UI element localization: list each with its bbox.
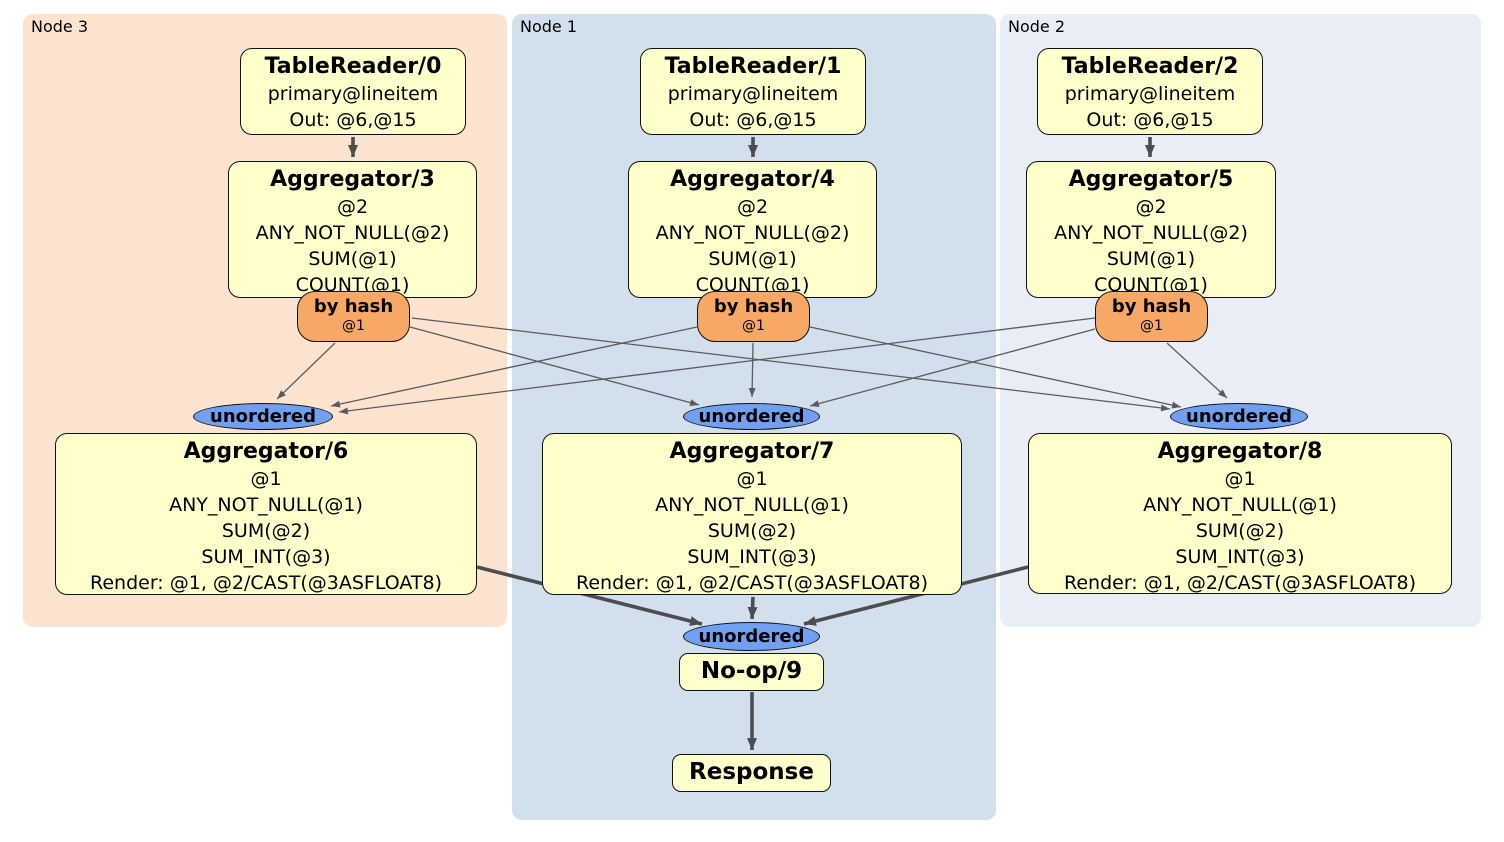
processor-detail: SUM(@1)	[1106, 248, 1196, 270]
processor-detail: @1	[250, 468, 282, 490]
processor-detail: @1	[736, 468, 768, 490]
processor-detail: COUNT(@1)	[295, 274, 410, 296]
processor-title: No-op/9	[700, 658, 803, 684]
region-node-3-label: Node 3	[31, 17, 89, 36]
processor-detail: COUNT(@1)	[695, 274, 810, 296]
processor-aggregator-3: Aggregator/3 @2 ANY_NOT_NULL(@2) SUM(@1)…	[228, 161, 477, 298]
processor-detail: SUM_INT(@3)	[687, 546, 817, 568]
processor-detail: ANY_NOT_NULL(@1)	[1143, 494, 1337, 516]
router-columns: @1	[742, 318, 765, 334]
processor-response: Response	[672, 754, 831, 792]
processor-title: Response	[689, 759, 814, 785]
processor-aggregator-4: Aggregator/4 @2 ANY_NOT_NULL(@2) SUM(@1)…	[628, 161, 877, 298]
region-node-1-label: Node 1	[520, 17, 578, 36]
processor-detail: Out: @6,@15	[1086, 109, 1214, 131]
processor-detail: ANY_NOT_NULL(@1)	[655, 494, 849, 516]
processor-title: Aggregator/5	[1068, 167, 1234, 192]
processor-title: Aggregator/4	[670, 167, 835, 192]
region-node-2-label: Node 2	[1008, 17, 1066, 36]
processor-detail: SUM_INT(@3)	[201, 546, 331, 568]
sync-unordered-node1: unordered	[683, 403, 820, 430]
processor-detail: SUM(@1)	[308, 248, 397, 270]
processor-detail: ANY_NOT_NULL(@2)	[655, 222, 850, 244]
sync-label: unordered	[210, 406, 316, 427]
sync-unordered-node3: unordered	[193, 403, 333, 430]
processor-detail: SUM(@2)	[1195, 520, 1285, 542]
processor-aggregator-7: Aggregator/7 @1 ANY_NOT_NULL(@1) SUM(@2)…	[542, 433, 962, 595]
sync-label: unordered	[698, 406, 805, 427]
processor-detail: Render: @1, @2/CAST(@3ASFLOAT8)	[1064, 572, 1416, 594]
processor-title: Aggregator/7	[669, 439, 835, 464]
processor-detail: @2	[736, 196, 769, 218]
router-by-hash-node2: by hash @1	[1095, 291, 1208, 342]
sync-unordered-node2: unordered	[1170, 403, 1308, 430]
router-by-hash-node3: by hash @1	[297, 291, 410, 342]
processor-detail: Out: @6,@15	[689, 109, 817, 131]
processor-title: Aggregator/8	[1157, 439, 1323, 464]
sync-label: unordered	[698, 626, 805, 647]
router-label: by hash	[313, 296, 394, 317]
router-label: by hash	[1111, 296, 1192, 317]
processor-tablereader-2: TableReader/2 primary@lineitem Out: @6,@…	[1037, 48, 1263, 135]
processor-aggregator-6: Aggregator/6 @1 ANY_NOT_NULL(@1) SUM(@2)…	[55, 433, 477, 595]
router-label: by hash	[713, 296, 794, 317]
processor-detail: primary@lineitem	[667, 83, 839, 105]
processor-detail: Render: @1, @2/CAST(@3ASFLOAT8)	[576, 572, 928, 594]
processor-title: TableReader/2	[1061, 54, 1239, 79]
processor-detail: SUM(@2)	[221, 520, 311, 542]
processor-aggregator-5: Aggregator/5 @2 ANY_NOT_NULL(@2) SUM(@1)…	[1026, 161, 1276, 298]
processor-detail: @1	[1224, 468, 1256, 490]
processor-detail: ANY_NOT_NULL(@2)	[255, 222, 450, 244]
processor-noop-9: No-op/9	[679, 653, 824, 691]
processor-detail: ANY_NOT_NULL(@1)	[169, 494, 363, 516]
processor-detail: @2	[336, 196, 369, 218]
processor-detail: COUNT(@1)	[1094, 274, 1208, 296]
processor-detail: @2	[1135, 196, 1167, 218]
processor-detail: primary@lineitem	[267, 83, 439, 105]
processor-detail: primary@lineitem	[1064, 83, 1236, 105]
processor-aggregator-8: Aggregator/8 @1 ANY_NOT_NULL(@1) SUM(@2)…	[1028, 433, 1452, 594]
processor-detail: ANY_NOT_NULL(@2)	[1054, 222, 1248, 244]
processor-detail: SUM_INT(@3)	[1175, 546, 1305, 568]
processor-detail: SUM(@2)	[707, 520, 797, 542]
processor-title: Aggregator/6	[183, 439, 349, 464]
sync-unordered-final: unordered	[683, 622, 820, 651]
processor-tablereader-0: TableReader/0 primary@lineitem Out: @6,@…	[240, 48, 466, 135]
sync-label: unordered	[1186, 406, 1292, 427]
processor-title: TableReader/1	[664, 54, 842, 79]
router-columns: @1	[342, 318, 365, 334]
router-columns: @1	[1140, 318, 1163, 334]
router-by-hash-node1: by hash @1	[697, 291, 810, 342]
processor-detail: Render: @1, @2/CAST(@3ASFLOAT8)	[90, 572, 442, 594]
processor-title: Aggregator/3	[270, 167, 435, 192]
processor-detail: SUM(@1)	[708, 248, 797, 270]
processor-title: TableReader/0	[264, 54, 442, 79]
processor-detail: Out: @6,@15	[289, 109, 417, 131]
processor-tablereader-1: TableReader/1 primary@lineitem Out: @6,@…	[640, 48, 866, 135]
